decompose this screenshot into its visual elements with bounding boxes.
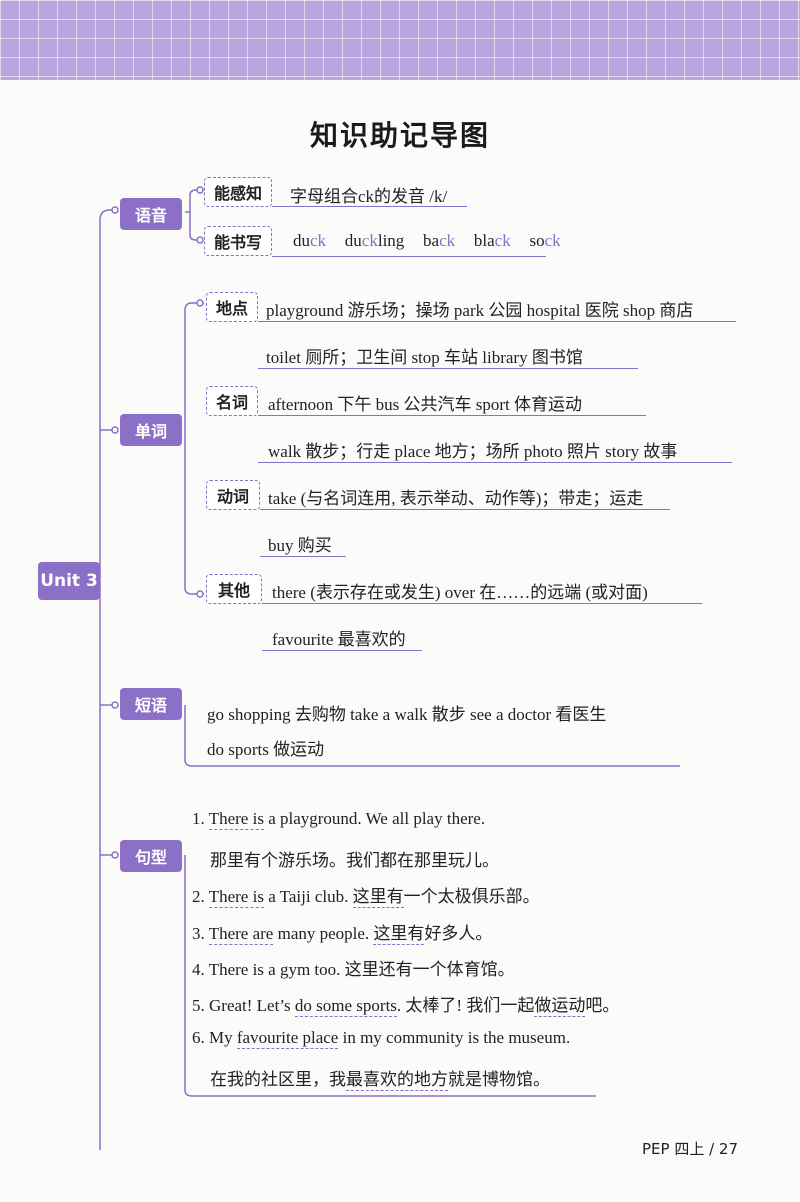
sentences-tag-label: 句型 [134,848,167,867]
others-line-2: favourite 最喜欢的 [272,630,406,649]
word-duck: duck [293,231,327,250]
header-grid-banner [0,0,800,80]
others-line-1: there (表示存在或发生) over 在……的远端 (或对面) [272,583,648,602]
sentence-2: 2. There is a Taiji club. 这里有一个太极俱乐部。 [192,887,540,908]
places-line-1: playground 游乐场；操场 park 公园 hospital 医院 sh… [266,301,694,320]
word-sock: sock [529,231,561,250]
phrases-tag-label: 短语 [134,696,167,715]
page-footer: PEP 四上 / 27 [641,1140,738,1158]
verbs-tag: 动词 [206,480,260,510]
nouns-line-2: walk 散步；行走 place 地方；场所 photo 照片 story 故事 [268,442,678,461]
places-underline-2 [258,368,638,369]
root-tag: Unit 3 [38,562,100,600]
nouns-tag-label: 名词 [215,393,248,412]
sentence-4: 4. There is a gym too. 这里还有一个体育馆。 [192,960,515,979]
nouns-line-1: afternoon 下午 bus 公共汽车 sport 体育运动 [268,395,583,414]
verbs-tag-label: 动词 [216,487,249,506]
write-words: duck duckling back black sock [293,231,561,251]
write-tag: 能书写 [204,226,272,256]
places-line-2: toilet 厕所；卫生间 stop 车站 library 图书馆 [266,348,583,367]
sentences-tag: 句型 [120,840,182,872]
perceive-text: 字母组合ck的发音 /k/ [290,187,448,206]
others-tag: 其他 [206,574,262,604]
phrases-tag: 短语 [120,688,182,720]
sentence-1-en: 1. There is a playground. We all play th… [192,809,486,830]
write-underline [272,256,546,257]
page-title: 知识助记导图 [309,119,490,152]
nouns-underline-1 [258,415,646,416]
others-underline-1 [262,603,702,604]
verbs-line-1: take (与名词连用, 表示举动、动作等)；带走；运走 [268,489,644,508]
write-tag-label: 能书写 [213,233,262,252]
nouns-underline-2 [258,462,732,463]
verbs-underline-1 [260,509,670,510]
phrases-line-1: go shopping 去购物 take a walk 散步 see a doc… [207,705,607,724]
vocabulary-tag-label: 单词 [134,422,167,441]
sentence-6-en: 6. My favourite place in my community is… [192,1028,571,1049]
nouns-tag: 名词 [206,386,258,416]
pronunciation-tag: 语音 [120,198,182,230]
verbs-line-2: buy 购买 [268,536,332,555]
sentence-5: 5. Great! Let’s do some sports. 太棒了! 我们一… [192,996,620,1017]
root-label: Unit 3 [40,571,98,591]
perceive-tag-label: 能感知 [213,184,262,203]
sentence-3: 3. There are many people. 这里有好多人。 [192,924,493,945]
places-tag: 地点 [206,292,258,322]
others-tag-label: 其他 [217,581,250,600]
word-back: back [423,231,456,250]
pronunciation-tag-label: 语音 [134,206,167,225]
sentence-1-zh: 那里有个游乐场。我们都在那里玩儿。 [210,851,499,870]
perceive-underline [272,206,467,207]
verbs-underline-2 [260,556,346,557]
others-underline-2 [262,650,422,651]
places-underline-1 [258,321,736,322]
perceive-tag: 能感知 [204,177,272,207]
sentence-6-zh: 在我的社区里，我最喜欢的地方就是博物馆。 [210,1070,550,1091]
places-tag-label: 地点 [215,299,248,318]
phrases-line-2: do sports 做运动 [207,740,325,759]
word-duckling: duckling [344,231,405,250]
vocabulary-tag: 单词 [120,414,182,446]
word-black: black [473,231,511,250]
